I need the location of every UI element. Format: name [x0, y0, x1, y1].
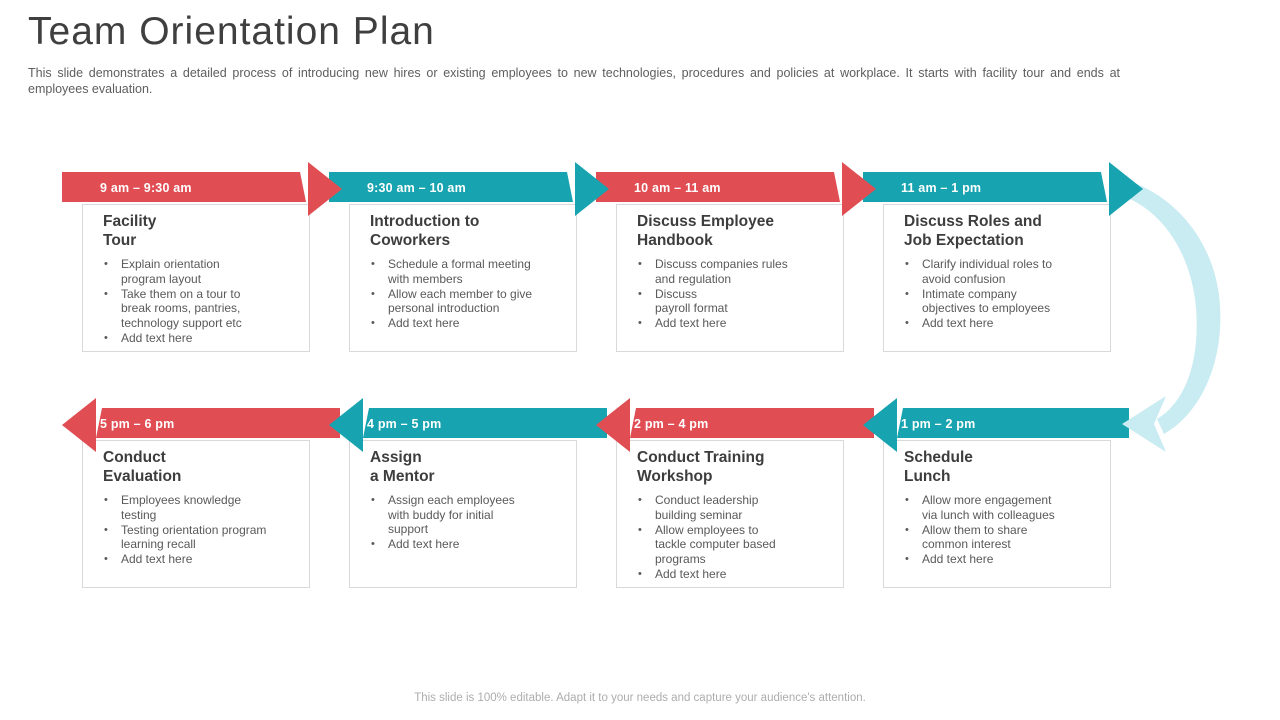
bullet-item: Employees knowledge testing: [103, 493, 299, 522]
step-card: Discuss Roles and Job Expectation Clarif…: [861, 160, 1153, 396]
step-card: Introduction to Coworkers Schedule a for…: [327, 160, 619, 396]
loop-arrowhead-icon: [1122, 396, 1166, 452]
step-bullets: Discuss companies rules and regulationDi…: [637, 257, 833, 331]
bullet-item: Add text here: [103, 552, 299, 567]
step-title: Introduction to Coworkers: [370, 213, 480, 249]
time-range-label: 4 pm – 5 pm: [367, 417, 442, 431]
step-bullets: Schedule a formal meeting with membersAl…: [370, 257, 566, 331]
time-range-label: 5 pm – 6 pm: [100, 417, 175, 431]
step-bullets: Assign each employees with buddy for ini…: [370, 493, 566, 552]
arrowhead-icon: [842, 162, 876, 216]
step-title: Conduct Evaluation: [103, 449, 182, 485]
step-title: Discuss Employee Handbook: [637, 213, 774, 249]
arrowhead-icon: [863, 398, 897, 452]
bullet-item: Schedule a formal meeting with members: [370, 257, 566, 286]
timeline-arrow: [62, 162, 342, 216]
page-subtitle: This slide demonstrates a detailed proce…: [28, 66, 1120, 96]
step-box: Introduction to Coworkers Schedule a for…: [349, 204, 577, 352]
loop-connector-arrow: [1122, 182, 1221, 452]
bullet-item: Intimate company objectives to employees: [904, 287, 1100, 316]
step-card: Schedule Lunch Allow more engagement via…: [861, 396, 1153, 632]
step-card: Facility Tour Explain orientation progra…: [60, 160, 352, 396]
step-box: Assign a Mentor Assign each employees wi…: [349, 440, 577, 588]
timeline-arrow: [596, 398, 874, 452]
step-box: Discuss Employee Handbook Discuss compan…: [616, 204, 844, 352]
step-title: Assign a Mentor: [370, 449, 435, 485]
bullet-item: Add text here: [637, 567, 833, 582]
timeline-arrow: [329, 398, 607, 452]
bullet-item: Discuss companies rules and regulation: [637, 257, 833, 286]
bullet-item: Allow them to share common interest: [904, 523, 1100, 552]
step-bullets: Allow more engagement via lunch with col…: [904, 493, 1100, 567]
bullet-item: Explain orientation program layout: [103, 257, 299, 286]
bullet-item: Discuss payroll format: [637, 287, 833, 316]
bullet-item: Allow each member to give personal intro…: [370, 287, 566, 316]
bullet-item: Add text here: [904, 552, 1100, 567]
step-card: Conduct Training Workshop Conduct leader…: [594, 396, 886, 632]
step-bullets: Conduct leadership building seminarAllow…: [637, 493, 833, 581]
bullet-item: Add text here: [370, 537, 566, 552]
bullet-item: Allow more engagement via lunch with col…: [904, 493, 1100, 522]
page-title: Team Orientation Plan: [28, 10, 435, 53]
step-bullets: Explain orientation program layoutTake t…: [103, 257, 299, 345]
bullet-item: Testing orientation program learning rec…: [103, 523, 299, 552]
time-range-label: 9:30 am – 10 am: [367, 181, 466, 195]
time-range-label: 10 am – 11 am: [634, 181, 721, 195]
arrowhead-icon: [596, 398, 630, 452]
timeline-arrow: [863, 398, 1129, 452]
step-box: Discuss Roles and Job Expectation Clarif…: [883, 204, 1111, 352]
arrowhead-icon: [62, 398, 96, 452]
arrowhead-icon: [1109, 162, 1143, 216]
step-title: Schedule Lunch: [904, 449, 973, 485]
step-title: Discuss Roles and Job Expectation: [904, 213, 1042, 249]
step-card: Discuss Employee Handbook Discuss compan…: [594, 160, 886, 396]
bullet-item: Assign each employees with buddy for ini…: [370, 493, 566, 537]
arrowhead-icon: [575, 162, 609, 216]
step-box: Schedule Lunch Allow more engagement via…: [883, 440, 1111, 588]
step-bullets: Employees knowledge testingTesting orien…: [103, 493, 299, 567]
time-range-label: 9 am – 9:30 am: [100, 181, 192, 195]
timeline-arrow: [329, 162, 609, 216]
step-title: Conduct Training Workshop: [637, 449, 765, 485]
timeline-arrow: [596, 162, 876, 216]
step-card: Conduct Evaluation Employees knowledge t…: [60, 396, 352, 632]
time-range-label: 1 pm – 2 pm: [901, 417, 976, 431]
bullet-item: Add text here: [637, 316, 833, 331]
time-range-label: 2 pm – 4 pm: [634, 417, 709, 431]
footer-note: This slide is 100% editable. Adapt it to…: [414, 692, 866, 704]
bullet-item: Allow employees to tackle computer based…: [637, 523, 833, 567]
bullet-item: Add text here: [370, 316, 566, 331]
step-card: Assign a Mentor Assign each employees wi…: [327, 396, 619, 632]
step-title: Facility Tour: [103, 213, 157, 249]
bullet-item: Take them on a tour to break rooms, pant…: [103, 287, 299, 331]
arrowhead-icon: [308, 162, 342, 216]
step-bullets: Clarify individual roles to avoid confus…: [904, 257, 1100, 331]
step-box: Conduct Training Workshop Conduct leader…: [616, 440, 844, 588]
timeline-arrow: [863, 162, 1143, 216]
step-box: Facility Tour Explain orientation progra…: [82, 204, 310, 352]
bullet-item: Add text here: [904, 316, 1100, 331]
bullet-item: Add text here: [103, 331, 299, 346]
arrowhead-icon: [329, 398, 363, 452]
bullet-item: Clarify individual roles to avoid confus…: [904, 257, 1100, 286]
time-range-label: 11 am – 1 pm: [901, 181, 982, 195]
bullet-item: Conduct leadership building seminar: [637, 493, 833, 522]
timeline-arrow: [62, 398, 340, 452]
step-box: Conduct Evaluation Employees knowledge t…: [82, 440, 310, 588]
